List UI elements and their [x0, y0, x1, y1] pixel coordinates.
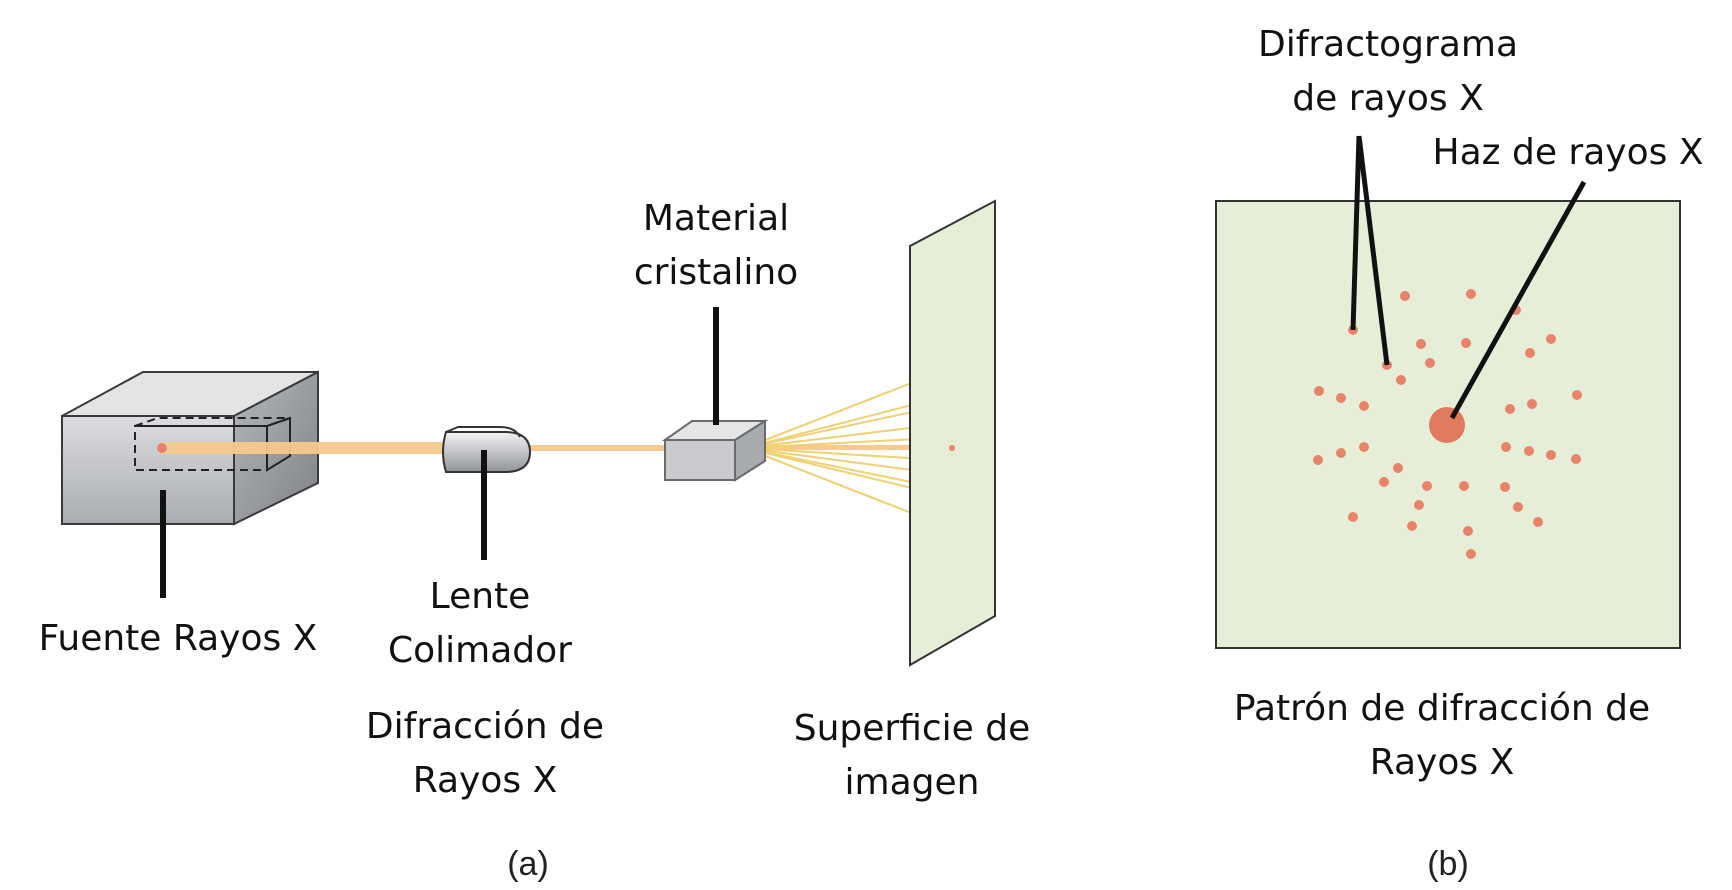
- panel-b: Difractograma de rayos X Haz de rayos X …: [1215, 24, 1704, 883]
- pattern-leader-line-2: [1356, 135, 1390, 366]
- xray-beam-source: [162, 442, 444, 454]
- panel-b-caption: (b): [1427, 845, 1469, 883]
- source-point: [157, 443, 167, 453]
- image-surface: [909, 199, 996, 667]
- panel-a: Fuente Rayos X Lente Colimador Material …: [39, 198, 1031, 883]
- xray-beam-collimated: [520, 445, 670, 451]
- screen-center-spot: [949, 445, 955, 451]
- beam-label: Haz de rayos X: [1433, 132, 1704, 173]
- lens-label-line1: Lente: [430, 576, 531, 617]
- panel-b-title-line1: Patrón de difracción de: [1234, 688, 1650, 729]
- crystal-label-line1: Material: [643, 198, 789, 239]
- beam-leader-line: [1449, 180, 1587, 420]
- internal-source-outline: [134, 425, 268, 471]
- xray-source-label: Fuente Rayos X: [39, 618, 318, 659]
- crystal-label-line2: cristalino: [634, 252, 798, 293]
- screen-label-line1: Superficie de: [794, 708, 1031, 749]
- panel-a-caption: (a): [507, 845, 549, 883]
- pattern-leader-line-1: [1350, 135, 1362, 331]
- panel-a-title-line1: Difracción de: [366, 706, 604, 747]
- pattern-label-line1: Difractograma: [1258, 24, 1518, 65]
- lens-label-line2: Colimador: [388, 630, 572, 671]
- pattern-label-line2: de rayos X: [1292, 78, 1484, 119]
- crystal-material: [661, 419, 769, 482]
- central-beam-spot: [1429, 407, 1465, 443]
- panel-a-title-line2: Rayos X: [413, 760, 557, 801]
- screen-label-line2: imagen: [845, 762, 980, 803]
- panel-b-title-line2: Rayos X: [1370, 742, 1514, 783]
- xray-beam-transmitted: [735, 445, 955, 450]
- source-aperture: [266, 416, 291, 472]
